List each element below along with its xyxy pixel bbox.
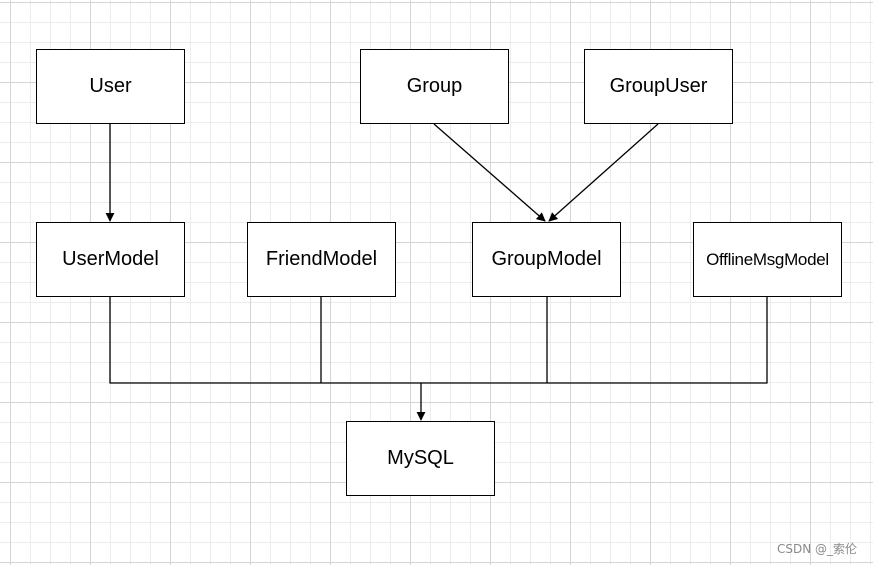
edge-groupuser-to-groupmodel xyxy=(548,123,659,222)
node-group-user-label: GroupUser xyxy=(609,75,708,97)
node-offline-msg-model-label: OfflineMsgModel xyxy=(706,249,829,269)
node-group-user[interactable]: GroupUser xyxy=(584,49,733,124)
node-group[interactable]: Group xyxy=(360,49,509,124)
edge-group-to-groupmodel xyxy=(433,123,546,222)
node-group-label: Group xyxy=(406,75,463,97)
node-mysql[interactable]: MySQL xyxy=(346,421,495,496)
node-user-model-label: UserModel xyxy=(62,248,159,270)
node-mysql-label: MySQL xyxy=(387,447,454,469)
node-user[interactable]: User xyxy=(36,49,185,124)
node-friend-model-label: FriendModel xyxy=(265,248,378,270)
node-user-model[interactable]: UserModel xyxy=(36,222,185,297)
node-friend-model[interactable]: FriendModel xyxy=(247,222,396,297)
node-group-model-label: GroupModel xyxy=(491,248,602,270)
watermark: CSDN @_索伦 xyxy=(776,542,857,556)
node-group-model[interactable]: GroupModel xyxy=(472,222,621,297)
node-offline-msg-model[interactable]: OfflineMsgModel xyxy=(693,222,842,297)
node-user-label: User xyxy=(89,75,132,97)
